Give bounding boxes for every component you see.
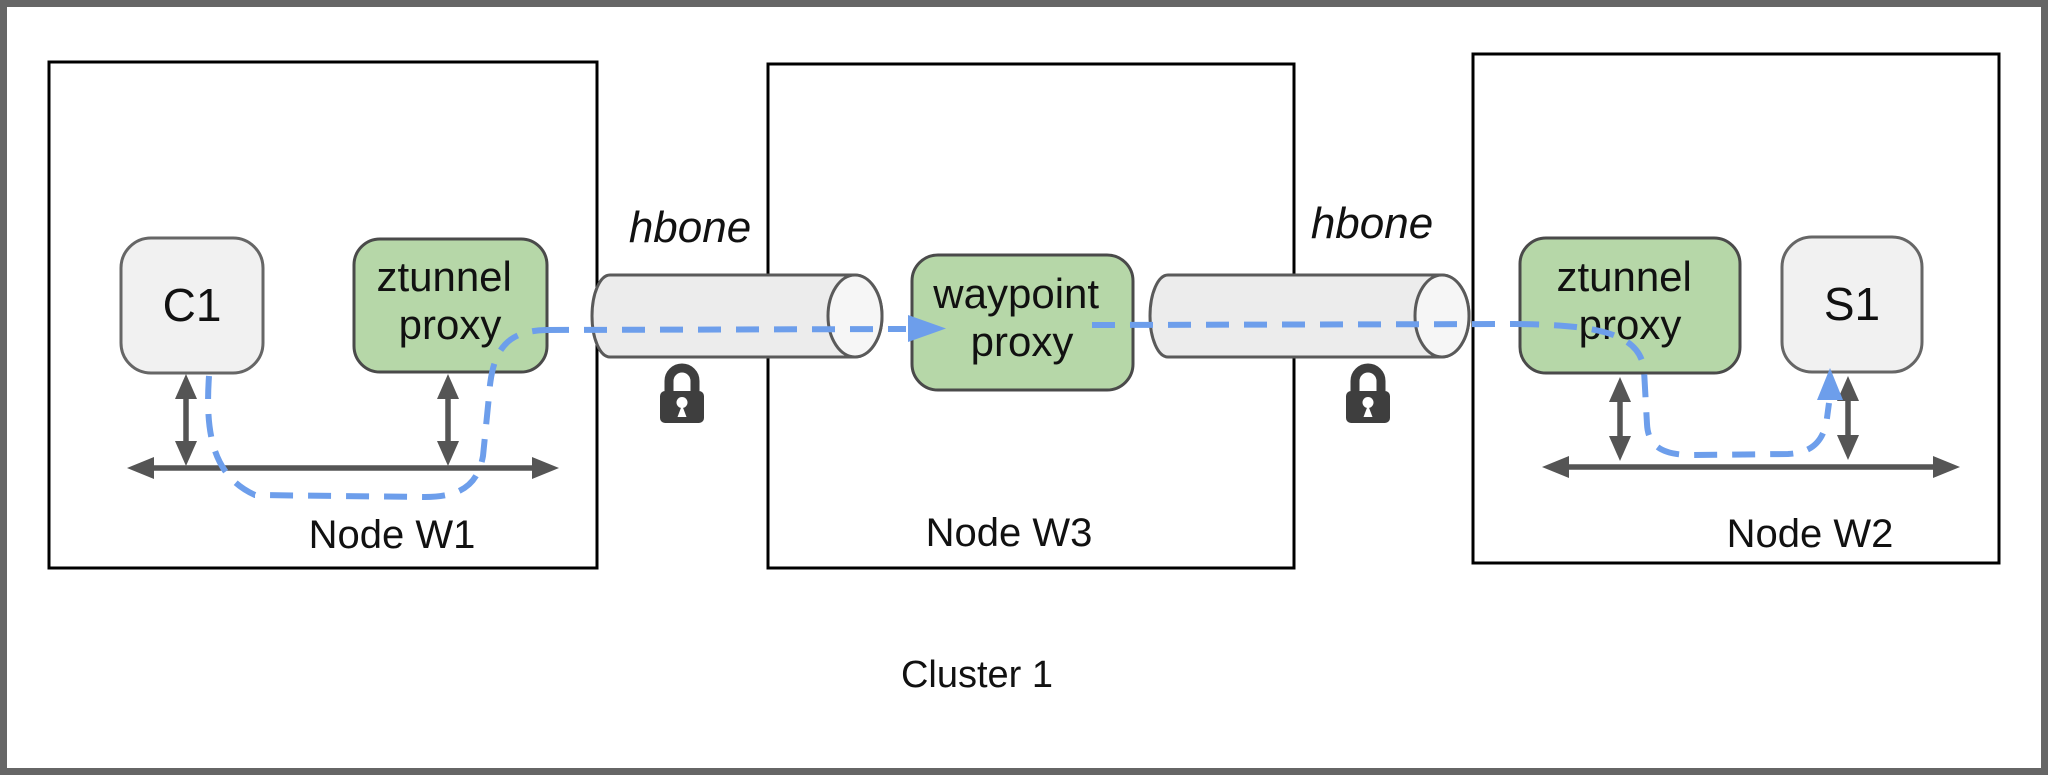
hbone-label-1: hbone: [629, 203, 751, 252]
arrowhead-right: [532, 457, 559, 479]
traffic-path-hbone-1: [545, 326, 907, 333]
hbone-label-2: hbone: [1311, 199, 1433, 248]
node-w3-label: Node W3: [926, 511, 1093, 555]
arrowhead-left: [1542, 456, 1569, 478]
node-w1-label: Node W1: [309, 513, 476, 557]
ztunnel-proxy-w2-label: ztunnel proxy: [1556, 253, 1703, 348]
traffic-arrowhead-s1: [1817, 368, 1843, 400]
lock-keyhole: [676, 397, 688, 408]
traffic-path-hbone-2: [1091, 321, 1517, 328]
arrowhead-up: [1609, 377, 1631, 402]
arrowhead-down: [1837, 435, 1859, 460]
lock-shackle: [664, 363, 700, 393]
node-w2-network-arrows: [1542, 376, 1960, 478]
node-w1-network-arrows: [127, 374, 559, 479]
node-w2-label: Node W2: [1727, 512, 1894, 556]
lock-icon-1: [660, 363, 704, 423]
c1-box: [119, 236, 265, 375]
mtls-traffic-path: [205, 315, 1843, 501]
lock-shackle: [1350, 363, 1386, 393]
arrowhead-down: [175, 441, 197, 466]
ztunnel-proxy-w1-box: [352, 237, 549, 374]
cluster-label: Cluster 1: [901, 654, 1053, 696]
arrowhead-up: [1837, 376, 1859, 401]
s1-box: [1780, 235, 1924, 374]
s1-label: S1: [1824, 278, 1880, 330]
ztunnel-proxy-w2-box: [1518, 236, 1742, 375]
lock-keyhole-stem: [1363, 405, 1373, 417]
arrowhead-up: [175, 374, 197, 399]
hbone-tunnel-2-cap: [1413, 273, 1471, 359]
arrowhead-down: [437, 441, 459, 466]
lock-keyhole: [1362, 397, 1374, 408]
arrowhead-left: [127, 457, 154, 479]
hbone-tunnel-1: [590, 273, 884, 359]
hbone-tunnel-1-cap: [826, 273, 884, 359]
lock-keyhole-stem: [677, 405, 687, 417]
hbone-tunnel-2: [1148, 273, 1471, 359]
waypoint-proxy-label: waypoint proxy: [932, 270, 1110, 365]
c1-label: C1: [163, 279, 222, 331]
ztunnel-proxy-w1-label: ztunnel proxy: [376, 253, 523, 348]
traffic-path-ztunnel-w2-to-s1: [1515, 321, 1832, 459]
node-w2-box: [1471, 52, 2001, 565]
arrowhead-up: [437, 374, 459, 399]
arrowhead-down: [1609, 436, 1631, 461]
lock-icon-2: [1346, 363, 1390, 423]
traffic-arrowhead-waypoint: [908, 315, 946, 342]
arrowhead-right: [1933, 456, 1960, 478]
traffic-path-c1-to-ztunnel-w1: [205, 327, 547, 501]
